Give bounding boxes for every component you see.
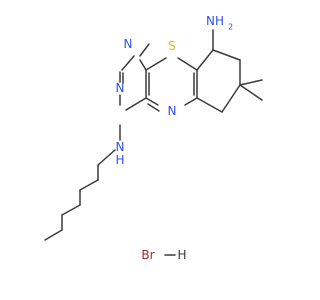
atom-nitrogen-ring-top: N (124, 37, 133, 51)
atom-bromine: Br (141, 248, 154, 262)
atom-label-layer: S N N N NH 2 N H Br H (115, 14, 233, 262)
atom-hydrogen-salt: H (177, 248, 186, 262)
hydrobromide-salt: Br H (141, 248, 186, 262)
bond-layer (44, 29, 263, 256)
atom-nitrogen-amine: N (116, 140, 125, 154)
atom-sulfur: S (168, 39, 176, 53)
secondary-amine-label: N H (115, 140, 124, 167)
molecule-structure: S N N N NH 2 N H Br H (44, 14, 263, 262)
atom-nitrogen-ring-center: N (168, 104, 177, 118)
atom-nitrogen-ring-mid: N (116, 81, 125, 95)
atom-nh2: NH (206, 14, 224, 28)
amino-group-label: NH 2 (206, 14, 233, 32)
atom-nh2-subscript: 2 (228, 23, 233, 32)
atom-hydrogen-amine: H (115, 153, 124, 167)
